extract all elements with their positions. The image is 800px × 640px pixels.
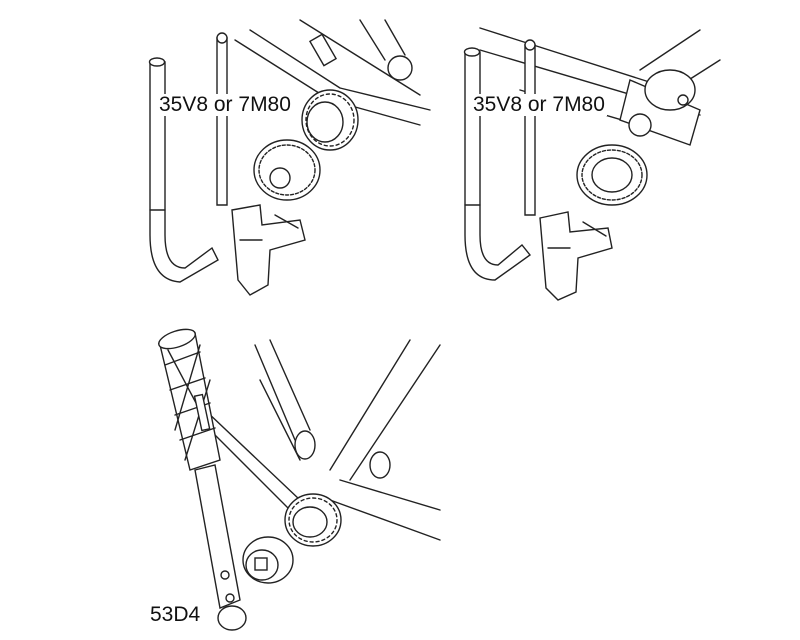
tool-label-panel-3: 53D4 [148,603,203,626]
tool-label-panel-2: 35V8 or 7M80 [471,93,607,116]
panel-1-bearing-cup [301,89,359,151]
panel-3-bearing-cup [284,493,342,547]
panel-1-torque-wrench [216,32,306,296]
panel-1-frame [234,19,431,126]
panel-1-hex-key [148,57,219,283]
panel-2-adapter-gear [576,144,648,206]
tool-label-panel-1: 35V8 or 7M80 [157,93,293,116]
panel-2-frame [479,27,721,146]
panel-3-wrench-53d4 [158,328,247,631]
panel-3-frame [204,339,441,541]
panel-3-adapter [242,536,294,584]
panel-1-adapter-gear [253,139,321,201]
panel-2-torque-wrench [524,39,613,301]
panel-2-hex-key [463,47,532,281]
